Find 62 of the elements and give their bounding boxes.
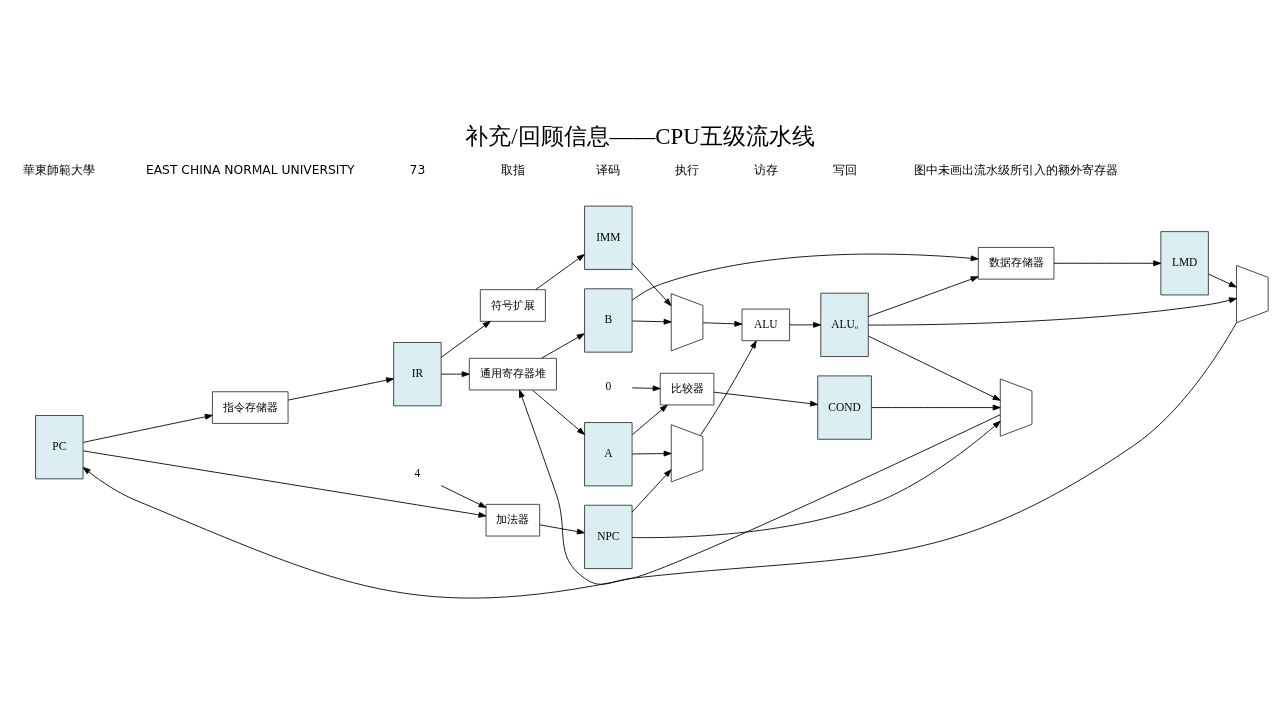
arrow bbox=[1208, 273, 1237, 287]
arrow bbox=[631, 468, 672, 512]
arrow bbox=[532, 389, 585, 435]
arrow bbox=[539, 523, 585, 534]
arrow bbox=[519, 321, 1237, 585]
arrow bbox=[631, 384, 661, 391]
label: 取指 bbox=[500, 162, 525, 177]
arrow bbox=[871, 404, 1001, 410]
node-box: PC bbox=[35, 414, 84, 479]
arrow bbox=[82, 413, 213, 443]
node-trapezoid bbox=[670, 423, 704, 482]
node-box: 符号扩展 bbox=[479, 288, 546, 322]
node-box: B bbox=[584, 287, 633, 353]
node-trapezoid bbox=[1236, 264, 1269, 323]
node-box: ALU bbox=[741, 308, 790, 341]
arrow bbox=[440, 370, 470, 377]
label: 73 bbox=[409, 162, 426, 177]
label: 華東師範大學 bbox=[23, 162, 96, 177]
arrow bbox=[631, 261, 672, 306]
arrow bbox=[82, 413, 1001, 598]
arrow bbox=[541, 332, 585, 359]
arrow bbox=[535, 253, 585, 290]
label: 图中未画出流水级所引入的额外寄存器 bbox=[914, 162, 1119, 177]
label: 译码 bbox=[596, 162, 621, 177]
arrow bbox=[440, 484, 487, 508]
node-box: 指令存储器 bbox=[211, 390, 289, 424]
arrow bbox=[713, 391, 818, 407]
label: EAST CHINA NORMAL UNIVERSITY bbox=[145, 162, 355, 177]
node-box: 数据存储器 bbox=[977, 246, 1055, 280]
node-box: IR bbox=[393, 341, 442, 406]
arrow bbox=[631, 404, 668, 435]
arrow bbox=[1053, 259, 1162, 266]
node-box: ALUₒ bbox=[820, 292, 869, 357]
node-text: 4 bbox=[414, 466, 421, 479]
node-box: COND bbox=[817, 374, 872, 440]
arrow bbox=[631, 450, 672, 456]
node-box: IMM bbox=[584, 205, 633, 270]
node-text: 0 bbox=[605, 379, 612, 392]
label: 访存 bbox=[753, 162, 778, 177]
diagram-title: 补充/回顾信息——CPU五级流水线 bbox=[465, 123, 815, 149]
node-box: LMD bbox=[1160, 230, 1209, 295]
node-box: NPC bbox=[584, 504, 633, 569]
label: 写回 bbox=[832, 162, 857, 177]
node-trapezoid bbox=[670, 292, 704, 351]
arrow bbox=[702, 320, 743, 327]
arrow bbox=[287, 376, 394, 400]
arrow bbox=[867, 275, 979, 317]
node-box: 加法器 bbox=[485, 503, 541, 536]
node-trapezoid bbox=[999, 378, 1033, 437]
label: 执行 bbox=[675, 162, 700, 177]
arrow bbox=[631, 318, 672, 325]
node-box: 通用寄存器堆 bbox=[468, 357, 557, 390]
arrow bbox=[868, 296, 1237, 325]
arrow bbox=[82, 449, 487, 518]
arrow bbox=[631, 253, 979, 300]
arrow bbox=[699, 340, 757, 436]
arrow bbox=[789, 321, 822, 328]
node-box: 比较器 bbox=[659, 372, 715, 405]
arrow bbox=[440, 320, 491, 358]
node-box: A bbox=[584, 421, 633, 486]
arrow bbox=[631, 420, 1001, 538]
arrow bbox=[867, 335, 1001, 401]
